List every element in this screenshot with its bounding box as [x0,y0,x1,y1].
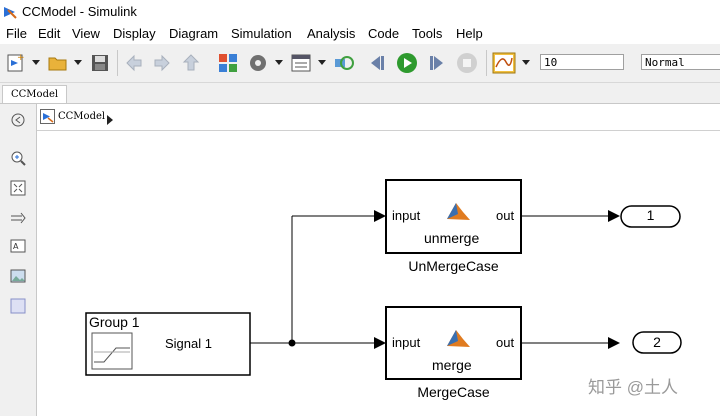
new-dropdown-icon[interactable] [32,60,40,65]
model-explorer-icon[interactable] [290,52,312,79]
area-box-icon[interactable] [10,298,26,319]
run-play-icon[interactable] [396,52,418,79]
breadcrumb-bar: CCModel [37,104,720,131]
back-arrow-icon[interactable] [123,52,145,79]
unmerge-function-block[interactable] [385,179,522,254]
new-model-icon[interactable]: + [5,52,27,79]
breadcrumb-model[interactable]: CCModel [58,111,106,122]
menu-simulation[interactable]: Simulation [231,26,292,41]
signal-lines [250,215,608,344]
settings-dropdown-icon[interactable] [275,60,283,65]
svg-text:A: A [13,242,19,251]
menu-help[interactable]: Help [456,26,483,41]
scope-dropdown-icon[interactable] [522,60,530,65]
arrowhead [608,210,620,222]
menu-analysis[interactable]: Analysis [307,26,356,41]
update-diagram-icon[interactable] [333,52,355,79]
breadcrumb-arrow-icon [106,112,114,130]
menu-view[interactable]: View [72,26,100,41]
left-palette: A [0,104,37,416]
stop-time-input[interactable]: 10 [540,54,624,70]
step-back-icon[interactable] [366,52,388,79]
signal-builder-block[interactable] [85,312,251,376]
unmerge-block-name[interactable]: UnMergeCase [408,258,499,274]
settings-gear-icon[interactable] [247,52,269,79]
model-icon [40,109,55,129]
step-forward-icon[interactable] [426,52,448,79]
unmerge-input-port-label: input [392,208,421,223]
unmerge-function-label: unmerge [424,230,480,246]
menu-code[interactable]: Code [368,26,400,41]
simulation-mode-select[interactable]: Normal [641,54,720,70]
menu-bar: File Edit View Display Diagram Simulatio… [0,24,720,44]
save-icon[interactable] [89,52,111,79]
model-tab-row: CCModel [0,83,720,104]
outport-2[interactable] [632,331,682,354]
menu-diagram[interactable]: Diagram [169,26,219,41]
up-arrow-icon[interactable] [180,52,202,79]
outport-2-label: 2 [653,334,661,350]
scope-record-icon[interactable] [492,52,516,79]
signal-group-label: Group 1 [89,314,140,330]
merge-output-port-label: out [496,335,515,350]
watermark-text: 知乎 @土人 [588,378,678,397]
merge-function-block[interactable] [385,306,522,380]
toolbar-separator [117,50,118,76]
tab-ccmodel[interactable]: CCModel [2,85,68,103]
signal-port-label: Signal 1 [165,336,212,351]
merge-function-label: merge [432,357,472,373]
svg-text:+: + [17,53,25,63]
hide-browser-icon[interactable] [10,112,26,133]
simulink-app-icon [2,4,18,25]
explorer-dropdown-icon[interactable] [318,60,326,65]
menu-display[interactable]: Display [113,26,156,41]
arrowhead [608,337,620,349]
stop-icon[interactable] [456,52,478,79]
arrowhead [374,337,386,349]
menu-file[interactable]: File [6,26,27,41]
zoom-icon[interactable] [10,150,26,171]
merge-block-name[interactable]: MergeCase [417,384,490,400]
outport-1-label: 1 [646,207,655,223]
library-browser-icon[interactable] [217,52,239,79]
menu-tools[interactable]: Tools [412,26,443,41]
unmerge-output-port-label: out [496,208,515,223]
open-dropdown-icon[interactable] [74,60,82,65]
menu-edit[interactable]: Edit [38,26,61,41]
branch-point [288,339,296,347]
outport-1[interactable] [620,205,681,228]
image-icon[interactable] [10,268,26,289]
forward-arrow-icon[interactable] [151,52,173,79]
arrow-right-icon[interactable] [10,210,26,231]
open-folder-icon[interactable] [47,52,69,79]
fit-to-view-icon[interactable] [10,180,26,201]
window-title: CCModel - Simulink [22,4,137,19]
title-bar: CCModel - Simulink [0,0,720,24]
merge-input-port-label: input [392,335,421,350]
toolbar-separator [486,50,487,76]
annotation-icon[interactable]: A [10,238,26,259]
arrowhead [374,210,386,222]
